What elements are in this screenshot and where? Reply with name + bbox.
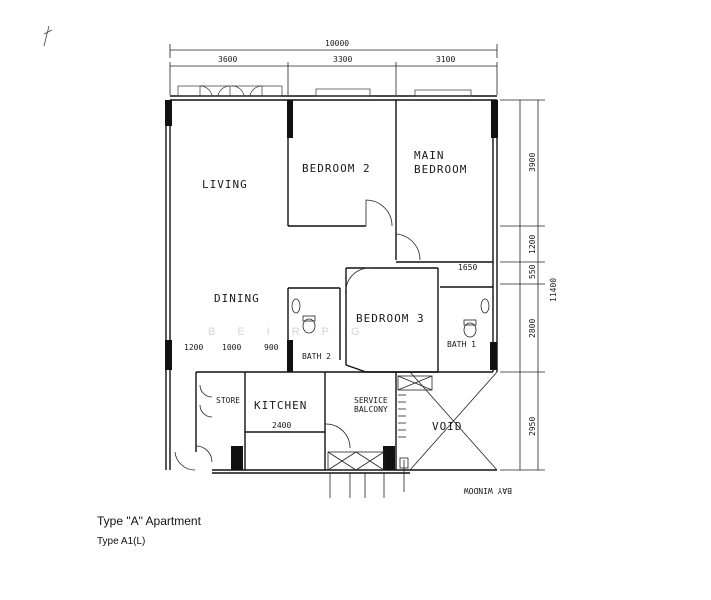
right-dimension-1: 3900 (528, 153, 537, 172)
apartment-subtype-caption: Type A1(L) (97, 536, 146, 547)
room-label-main-bedroom-line1: MAIN (414, 149, 445, 162)
kitchen-width-dimension: 2400 (272, 421, 291, 430)
room-label-service-balcony-line1: SERVICE (354, 396, 388, 405)
fixtures (245, 298, 498, 498)
watermark: BEIRPG (208, 326, 382, 338)
right-dimension-5: 2950 (528, 417, 537, 436)
apartment-type-caption: Type "A" Apartment (97, 514, 201, 528)
right-dimension-3: 550 (528, 264, 537, 279)
room-label-living: LIVING (202, 178, 248, 191)
dining-dimension-b: 1000 (222, 343, 241, 352)
stray-pen-mark (43, 25, 53, 47)
right-total-dimension: 11400 (549, 278, 558, 302)
dimension-lines (169, 44, 545, 471)
top-dimension-1: 3600 (218, 55, 237, 64)
room-label-bath-2: BATH 2 (302, 352, 331, 361)
structural-columns (165, 100, 498, 470)
overall-dimension-label: 10000 (325, 39, 349, 48)
walls (165, 95, 498, 474)
dining-dimension-c: 900 (264, 343, 279, 352)
room-label-store: STORE (216, 396, 240, 405)
doors (174, 199, 421, 471)
top-dimension-2: 3300 (333, 55, 352, 64)
room-label-service-balcony-line2: BALCONY (354, 405, 388, 414)
room-label-bedroom-3: BEDROOM 3 (356, 312, 425, 325)
room-label-void: VOID (432, 420, 463, 433)
bay-window-mirrored-note: BAY WINDOW (464, 486, 512, 495)
room-label-dining: DINING (214, 292, 260, 305)
room-label-main-bedroom-line2: BEDROOM (414, 163, 467, 176)
top-dimension-3: 3100 (436, 55, 455, 64)
top-windows (177, 85, 472, 97)
dining-dimension-a: 1200 (184, 343, 203, 352)
right-dimension-2: 1200 (528, 235, 537, 254)
bedroom3-top-dimension: 1650 (458, 263, 477, 272)
room-label-bedroom-2: BEDROOM 2 (302, 162, 371, 175)
right-dimension-4: 2800 (528, 319, 537, 338)
room-label-bath-1: BATH 1 (447, 340, 476, 349)
room-label-kitchen: KITCHEN (254, 399, 307, 412)
